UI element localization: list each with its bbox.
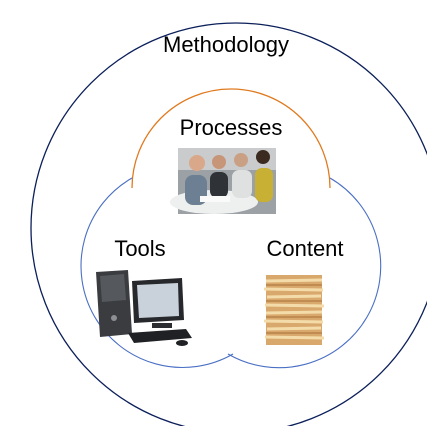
paper-stack-icon	[263, 275, 325, 345]
people-meeting-icon	[170, 148, 276, 214]
tools-circle	[80, 177, 234, 368]
methodology-label: Methodology	[163, 32, 289, 57]
processes-label: Processes	[180, 115, 283, 140]
processes-circle	[131, 88, 331, 189]
content-circle	[227, 177, 382, 369]
tools-label: Tools	[114, 236, 165, 261]
content-label: Content	[266, 236, 343, 261]
methodology-circle	[30, 22, 427, 426]
computer-icon	[96, 270, 192, 346]
